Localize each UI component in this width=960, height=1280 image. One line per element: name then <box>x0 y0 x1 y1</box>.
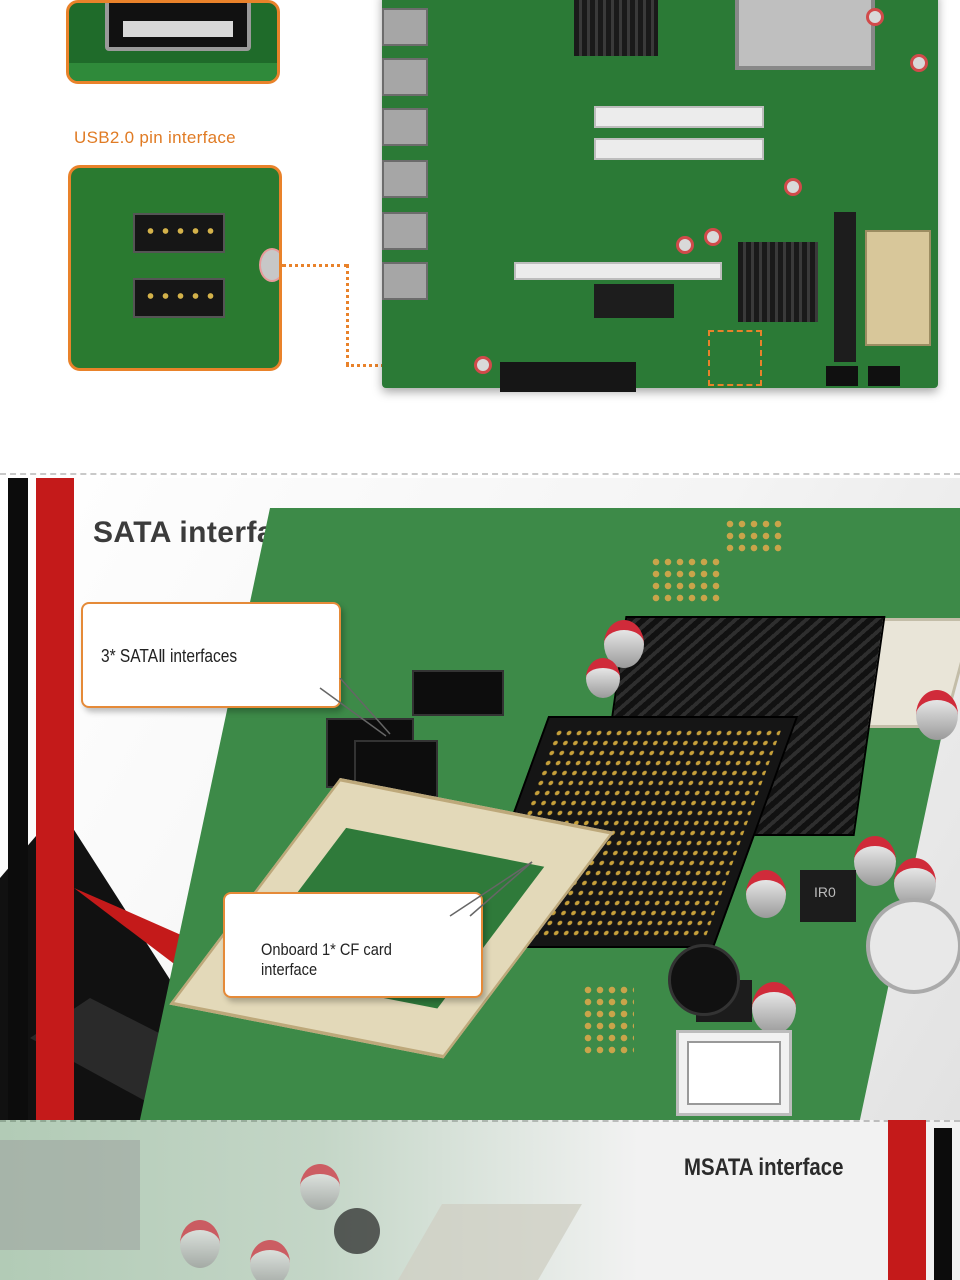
pin-header <box>582 984 634 1056</box>
capacitor <box>474 356 492 374</box>
cmos-battery <box>866 898 960 994</box>
callout-connector <box>282 264 348 267</box>
lan-port <box>382 108 428 146</box>
capacitor <box>746 870 786 918</box>
red-stripe <box>36 478 74 1120</box>
pin-header <box>650 556 722 604</box>
usb-port-closeup <box>66 0 280 84</box>
memory-slot <box>594 106 764 128</box>
power-connector <box>676 1030 792 1116</box>
heatsink <box>574 0 658 56</box>
buzzer <box>668 944 740 1016</box>
lan-port <box>382 8 428 46</box>
red-stripe <box>888 1120 926 1280</box>
lan-port <box>382 212 428 250</box>
inductor-ir0: IR0 <box>800 870 856 922</box>
cf-note-text: Onboard 1* CF card interface <box>261 940 392 979</box>
sata-port-1 <box>412 670 504 716</box>
usb-section: USB2.0 pin interface <box>0 0 960 470</box>
capacitor <box>910 54 928 72</box>
section-title: MSATA interface <box>684 1154 844 1181</box>
msata-section: MSATA interface <box>0 1120 960 1280</box>
sata-note-text: 3* SATAⅡ interfaces <box>101 646 238 666</box>
section-divider <box>0 473 960 475</box>
pci-slot <box>514 262 722 280</box>
section-divider <box>0 1120 960 1122</box>
usb-pin-header-1 <box>133 213 225 253</box>
capacitor <box>854 836 896 886</box>
lan-port <box>382 262 428 300</box>
black-stripe <box>934 1128 952 1280</box>
cf-note-pointer <box>449 861 533 917</box>
black-stripe <box>8 478 28 1120</box>
sata-port <box>826 366 858 386</box>
ide-header <box>834 212 856 362</box>
capacitor <box>300 1164 340 1210</box>
capacitor <box>180 1220 220 1268</box>
buzzer <box>334 1208 380 1254</box>
usb-pin-label: USB2.0 pin interface <box>74 128 236 147</box>
capacitor <box>259 248 279 282</box>
memory-slot <box>594 138 764 160</box>
sata-cf-section: SATA interface /CF slot IR0 IR2 3* SATAⅡ… <box>0 478 960 1120</box>
usb-header-highlight <box>708 330 762 386</box>
capacitor <box>752 982 796 1034</box>
socket-image <box>0 1140 140 1250</box>
cf-slot <box>865 230 931 346</box>
pin-header <box>724 518 784 554</box>
usb-pin-closeup <box>68 165 282 371</box>
capacitor <box>866 8 884 26</box>
pcie-edge-connector <box>500 362 636 392</box>
cpu-socket <box>735 0 875 70</box>
lan-port <box>382 160 428 198</box>
capacitor <box>586 658 620 698</box>
capacitor <box>784 178 802 196</box>
sata-note-pointer <box>319 678 391 737</box>
capacitor <box>250 1240 290 1280</box>
capacitor <box>704 228 722 246</box>
lan-port <box>382 58 428 96</box>
capacitor <box>916 690 958 740</box>
capacitor <box>676 236 694 254</box>
cf-note: Onboard 1* CF card interface <box>223 892 483 998</box>
usb-port-image <box>105 3 251 51</box>
motherboard-image <box>382 0 938 392</box>
sata-port <box>868 366 900 386</box>
chip <box>594 284 674 318</box>
usb-pin-header-2 <box>133 278 225 318</box>
sata-note: 3* SATAⅡ interfaces <box>81 602 341 708</box>
chipset-heatsink <box>738 242 818 322</box>
